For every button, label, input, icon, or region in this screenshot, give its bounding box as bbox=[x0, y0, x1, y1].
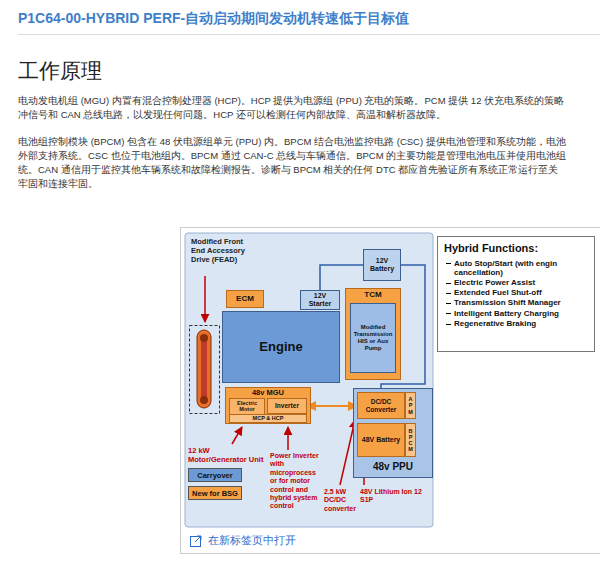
inverter-box: Inverter bbox=[267, 398, 307, 414]
callout-label: 48V Lithium Ion 12 S1P bbox=[360, 488, 424, 505]
converter-box: DC/DC Converter bbox=[357, 392, 405, 419]
paragraph-line: 电池组控制模块 (BPCM) 包含在 48 伏电源组单元 (PPU) 内。BPC… bbox=[18, 136, 566, 147]
connector bbox=[307, 405, 357, 407]
node-label: 48v MGU bbox=[228, 389, 308, 398]
node-label: MCP & HCP bbox=[232, 415, 304, 421]
callout-label: 2.5 kW DC/DC converter bbox=[324, 488, 358, 513]
list-item: Auto Stop/Start (with engin cancellation… bbox=[444, 259, 589, 277]
node-label: 48v PPU bbox=[356, 461, 430, 473]
engine-box: Engine bbox=[222, 311, 340, 383]
paragraph-line: 统。CAN 通信用于监控其他车辆系统和故障检测报告。诊断与 BPCM 相关的任何… bbox=[18, 164, 558, 175]
module-box: ECM bbox=[226, 290, 264, 308]
motor-box: Electric Motor bbox=[229, 398, 265, 415]
node-label: 48V Battery bbox=[360, 436, 402, 444]
list-heading: Hybrid Functions: bbox=[444, 242, 589, 255]
mgu-box: 48v MGU Electric Motor InverterMCP & HCP bbox=[225, 387, 311, 424]
paragraph-line: 电动发电机组 (MGU) 内置有混合控制处理器 (HCP)。HCP 提供为电源组… bbox=[18, 95, 564, 106]
callout-label: 12 kW Motor/Generator Unit bbox=[188, 446, 270, 464]
starter-box: 12V Starter bbox=[300, 290, 340, 310]
transmission-box: Modified Transmission HIS or Aux Pump bbox=[350, 303, 396, 373]
vehicle-panel bbox=[185, 233, 433, 527]
callout-label: Modified Front End Accessory Drive (FEAD… bbox=[191, 237, 253, 264]
node-label: BPCM bbox=[408, 428, 414, 452]
paragraph-line: 冲信号和 CAN 总线电路，以发现任何问题。HCP 还可以检测任何内部故障、高温… bbox=[18, 109, 446, 120]
node-label: APM bbox=[408, 396, 414, 414]
leader-line bbox=[287, 427, 289, 450]
legend-swatch: Carryover bbox=[188, 468, 242, 482]
title-rule bbox=[18, 34, 600, 35]
connector bbox=[320, 265, 363, 290]
paragraph-line: 牢固和连接牢固。 bbox=[18, 178, 98, 189]
node-label: Electric Motor bbox=[232, 400, 262, 413]
list-item: Electric Power Assist bbox=[444, 278, 589, 287]
list-item: Extended Fuel Shut-off bbox=[444, 288, 589, 297]
legend-text: Carryover bbox=[197, 471, 232, 480]
legend-text: New for BSG bbox=[192, 489, 238, 498]
open-icon-arrow bbox=[195, 536, 201, 542]
paragraph-line: 外部支持系统。CSC 也位于电池组内。BPCM 通过 CAN-C 总线与车辆通信… bbox=[18, 150, 566, 161]
module-box: TCM Modified Transmission HIS or Aux Pump bbox=[345, 288, 401, 380]
node-label: ECM bbox=[229, 294, 261, 303]
node-label: Modified Transmission HIS or Aux Pump bbox=[353, 324, 393, 352]
leader-line bbox=[232, 427, 242, 444]
node-label: DC/DC Converter bbox=[360, 398, 402, 413]
functions-box: Hybrid Functions: Auto Stop/Start (with e… bbox=[437, 236, 595, 352]
pulley bbox=[200, 396, 208, 404]
list-item: Regenerative Braking bbox=[444, 319, 589, 328]
callout-label: Power Inverter with microprocess or for … bbox=[270, 452, 320, 511]
battery-box: 48V Battery bbox=[357, 423, 405, 457]
legend-swatch: New for BSG bbox=[188, 486, 242, 500]
battery-box: 12V Battery bbox=[363, 249, 401, 281]
node-label: Inverter bbox=[270, 402, 304, 409]
node-label: TCM bbox=[348, 290, 398, 299]
list-item: Intelligent Battery Charging bbox=[444, 309, 589, 318]
belt bbox=[197, 330, 211, 408]
bpcm-strip: BPCM bbox=[405, 423, 416, 457]
open-link: 在新标签页中打开 bbox=[208, 534, 296, 547]
node-label: 12V Battery bbox=[366, 257, 398, 273]
list-item: Transmission Shift Manager bbox=[444, 298, 589, 307]
leader-line bbox=[204, 276, 206, 322]
apm-strip: APM bbox=[405, 392, 416, 419]
node-label: Engine bbox=[225, 340, 337, 355]
controller-band: MCP & HCP bbox=[229, 414, 307, 423]
belt-inner bbox=[201, 338, 207, 400]
ppu-region: 48v PPU DC/DC Converter APM 48V Battery BPCM bbox=[353, 388, 433, 478]
page-title: P1C64-00-HYBRID PERF-自动启动期间发动机转速低于目标值 bbox=[18, 10, 409, 28]
section-heading: 工作原理 bbox=[18, 58, 102, 83]
open-icon bbox=[191, 537, 201, 547]
fead-bracket bbox=[190, 326, 220, 414]
node-label: 12V Starter bbox=[303, 292, 337, 308]
pulley bbox=[200, 334, 208, 342]
figure-frame bbox=[181, 228, 600, 554]
